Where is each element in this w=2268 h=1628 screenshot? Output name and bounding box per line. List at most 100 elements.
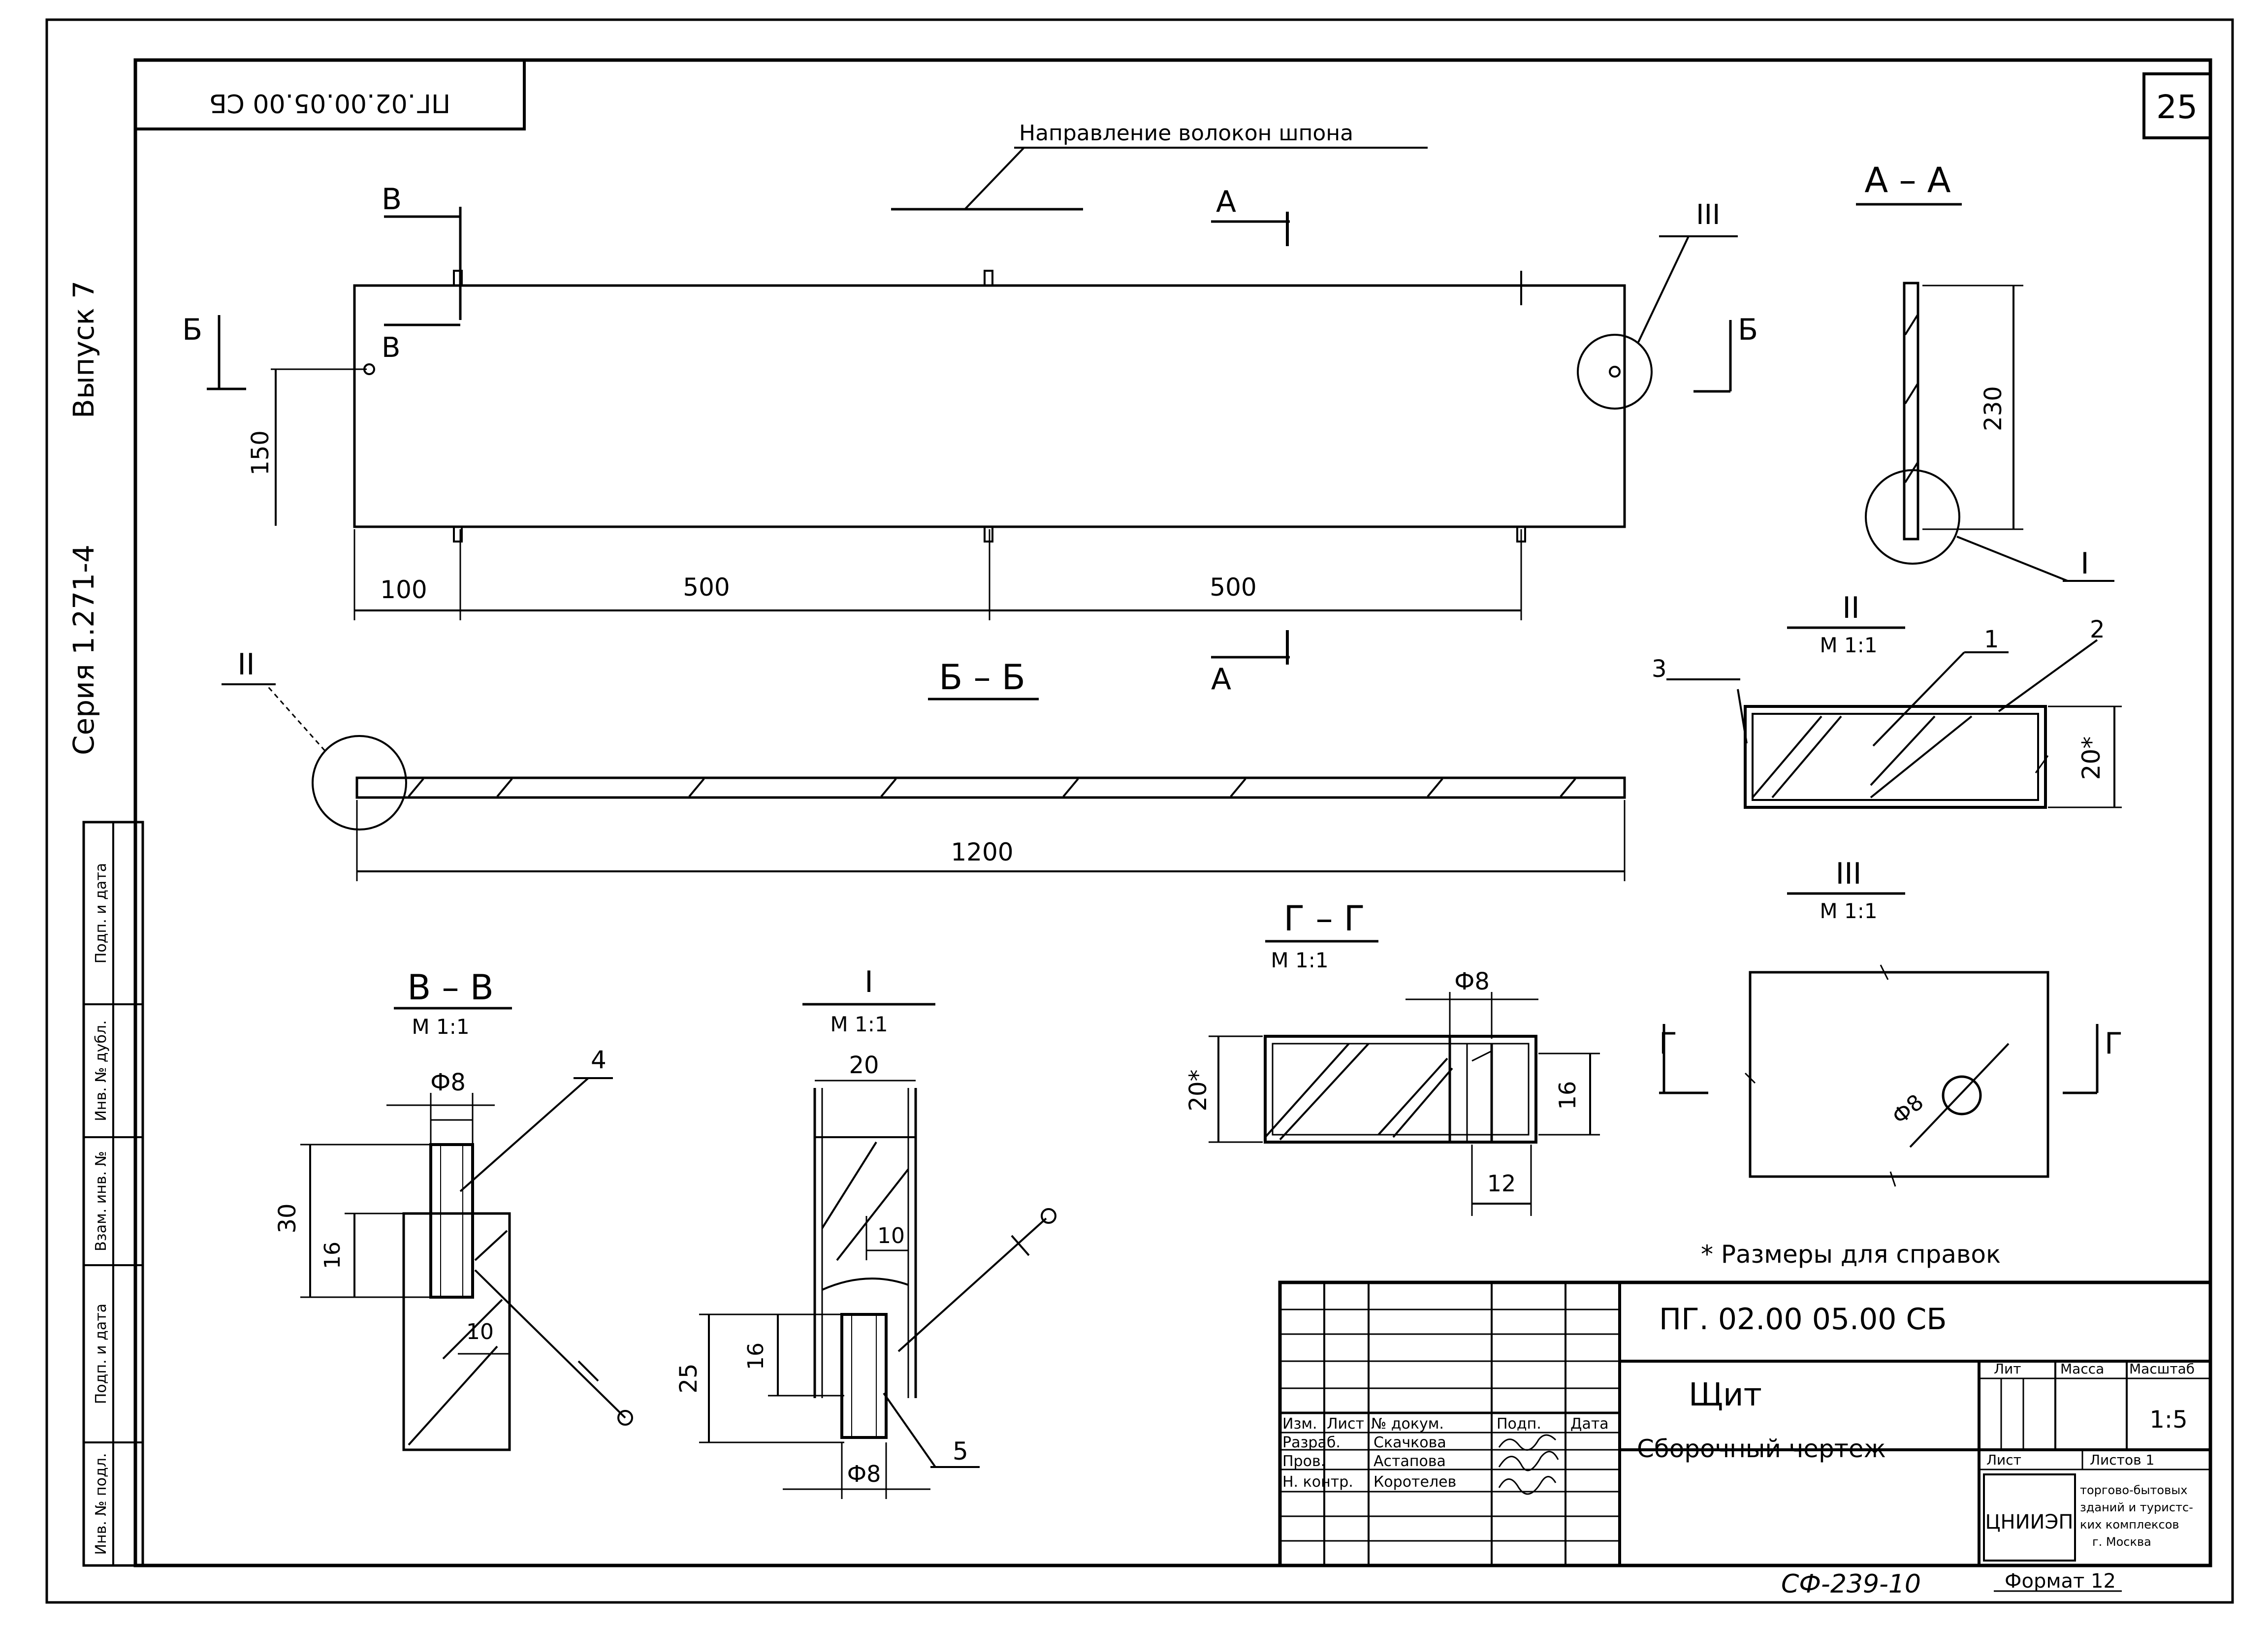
series-label: Серия 1.271-4 <box>67 544 100 755</box>
tb-scale-value: 1:5 <box>2149 1406 2187 1434</box>
stamp-inv-dubl: Инв. № дубл. <box>93 1020 110 1121</box>
tb-name-check: Астапова <box>1374 1453 1446 1470</box>
detail-3-title: III <box>1835 857 1861 891</box>
section-gg-title: Г – Г <box>1284 898 1365 939</box>
page-number: 25 <box>2156 88 2198 126</box>
org-logo: ЦНИИЭП <box>1985 1511 2074 1533</box>
tb-col-date: Дата <box>1570 1415 1609 1433</box>
grain-direction-label: Направление волокон шпона <box>1019 121 1353 146</box>
detail-1-dim-16: 16 <box>743 1342 768 1370</box>
detail-1-callout-label: I <box>2080 546 2089 581</box>
detail-2-callout-1: 1 <box>1984 626 1999 653</box>
detail-1-view: I М 1:1 20 10 25 16 Ф8 5 <box>675 965 1056 1499</box>
section-gg-dia-8: Ф8 <box>1454 968 1490 995</box>
section-v-label-bottom: В <box>382 332 400 364</box>
section-gg-dim-16: 16 <box>1554 1081 1581 1110</box>
tb-lit-label: Лит <box>1994 1361 2021 1377</box>
section-a-label-top: А <box>1216 185 1236 219</box>
inner-drawing-frame <box>133 58 2212 1567</box>
section-vv-view: В – В М 1:1 Ф8 4 30 16 10 <box>274 967 633 1451</box>
signature-dev <box>1498 1434 1557 1451</box>
format-label: Формат 12 <box>2005 1570 2116 1593</box>
left-side-stamp: Инв. № подл. Подп. и дата Взам. инв. № И… <box>82 821 144 1567</box>
issue-label: Выпуск 7 <box>67 281 100 418</box>
section-aa-title: А – А <box>1864 160 1950 200</box>
detail-1-title: I <box>864 965 873 999</box>
detail-3-scale: М 1:1 <box>1820 899 1877 923</box>
org-line-3: ких комплексов <box>2080 1518 2179 1532</box>
stamp-podp-data-2: Подп. и дата <box>93 863 110 963</box>
tb-role-check: Пров. <box>1282 1453 1325 1470</box>
section-b-label-left: Б <box>182 313 202 347</box>
detail-3-view: III М 1:1 Ф8 Г Г <box>1659 857 2123 1187</box>
section-gg-scale: М 1:1 <box>1271 948 1328 972</box>
stamp-inv-podl: Инв. № подл. <box>93 1453 110 1555</box>
dim-230: 230 <box>1980 386 2007 431</box>
detail-1-scale: М 1:1 <box>830 1012 888 1036</box>
detail-2-callout-circle <box>312 735 407 830</box>
stamp-podp-data-1: Подп. и дата <box>93 1304 110 1404</box>
stamp-vzam-inv: Взам. инв. № <box>93 1151 110 1251</box>
detail-2-title: II <box>1842 591 1859 625</box>
section-v-label-top: В <box>382 182 402 217</box>
bottom-code: СФ-239-10 <box>1781 1569 1921 1599</box>
org-line-4: г. Москва <box>2092 1535 2151 1549</box>
detail-1-dia-8: Ф8 <box>847 1461 881 1487</box>
section-gg-dim-12: 12 <box>1487 1170 1516 1197</box>
tb-name-norm: Коротелев <box>1374 1473 1456 1491</box>
section-vv-scale: М 1:1 <box>412 1015 469 1039</box>
detail-3-dia-8: Ф8 <box>1887 1089 1928 1129</box>
detail-1-dim-20: 20 <box>849 1052 879 1079</box>
tb-scale-label: Масштаб <box>2129 1361 2195 1377</box>
tb-col-izm: Изм. <box>1282 1415 1317 1433</box>
org-line-2: зданий и туристс- <box>2080 1500 2193 1514</box>
dim-150: 150 <box>247 430 274 476</box>
rotated-code-box: ПГ.02.00.05.00 СБ <box>134 59 526 130</box>
section-aa-view: А – А 230 I <box>1856 160 2114 582</box>
page-number-box: 25 <box>2142 72 2212 139</box>
dim-100: 100 <box>380 575 427 604</box>
plan-view: Направление волокон шпона III В В А А <box>182 121 1758 697</box>
detail-2-dim-20: 20* <box>2077 736 2106 780</box>
detail-1-callout-5: 5 <box>953 1437 968 1466</box>
dim-500-right: 500 <box>1210 573 1256 602</box>
dim-1200: 1200 <box>951 838 1013 866</box>
section-bb-board <box>355 776 1626 799</box>
section-a-label-bottom: А <box>1211 662 1231 697</box>
detail-2-callout-3: 3 <box>1652 655 1667 683</box>
org-line-1: торгово-бытовых <box>2080 1483 2187 1497</box>
section-bb-view: Б – Б II 1200 <box>222 647 1626 881</box>
detail-3-callout-circle <box>1577 334 1653 410</box>
section-bb-title: Б – Б <box>939 657 1025 698</box>
title-block: Изм. Лист № докум. Подп. Дата Разраб. Пр… <box>1278 1280 2212 1567</box>
tb-col-list: Лист <box>1327 1415 1364 1433</box>
tb-sheets-label: Листов 1 <box>2090 1452 2154 1468</box>
tb-sheet-label: Лист <box>1986 1452 2021 1468</box>
detail-1-callout-circle <box>1865 469 1960 565</box>
rotated-code: ПГ.02.00.05.00 СБ <box>209 88 450 118</box>
reference-note: * Размеры для справок <box>1701 1240 2001 1269</box>
tb-mass-label: Масса <box>2060 1361 2104 1377</box>
detail-3-section-g-right: Г <box>2105 1026 2123 1061</box>
signature-norm <box>1498 1476 1557 1495</box>
outer-sheet-border <box>45 18 2234 1604</box>
org-logo-box <box>1983 1473 2076 1562</box>
dim-500-left: 500 <box>683 573 730 602</box>
signature-check <box>1498 1451 1559 1471</box>
section-vv-callout-4: 4 <box>591 1046 607 1074</box>
tb-name-line2: Сборочный чертеж <box>1637 1435 1886 1463</box>
detail-3-section-g-left: Г <box>1659 1026 1677 1061</box>
section-vv-title: В – В <box>407 967 494 1008</box>
detail-2-callout-2: 2 <box>2090 616 2105 643</box>
section-vv-dim-10: 10 <box>466 1319 494 1344</box>
section-gg-view: Г – Г М 1:1 Ф8 20* 16 12 <box>1184 898 1600 1216</box>
detail-1-dim-10: 10 <box>877 1223 905 1248</box>
section-b-label-right: Б <box>1738 313 1758 347</box>
tb-role-dev: Разраб. <box>1282 1434 1341 1451</box>
tb-col-sign: Подп. <box>1497 1415 1541 1433</box>
detail-1-dim-25: 25 <box>675 1363 703 1393</box>
section-vv-dim-30: 30 <box>274 1203 301 1233</box>
section-vv-dim-16: 16 <box>320 1242 345 1269</box>
tb-name-dev: Скачкова <box>1374 1434 1446 1451</box>
